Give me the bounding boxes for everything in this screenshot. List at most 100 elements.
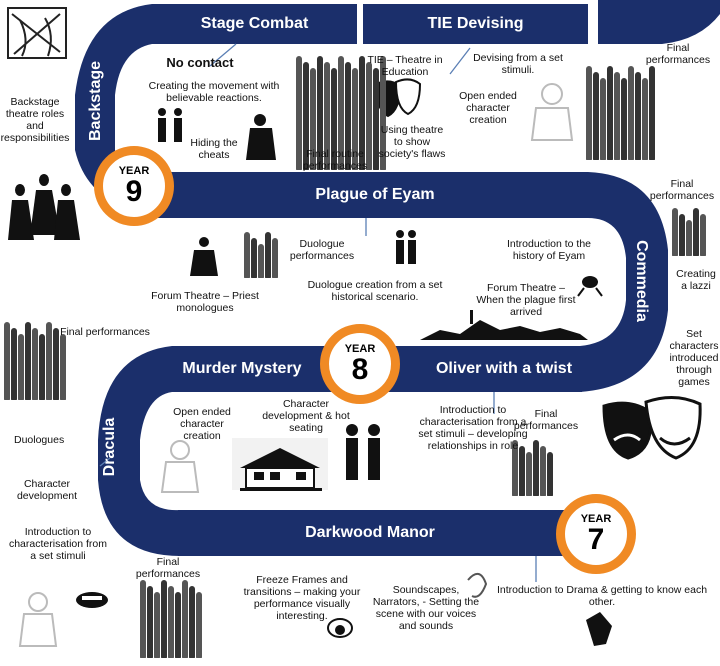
- unit-dracula: Dracula: [101, 417, 118, 477]
- note-no-contact: No contact: [166, 55, 234, 70]
- crowd-figure: [18, 334, 24, 400]
- note-forum-priest: Forum Theatre – Priest monologues: [151, 290, 259, 314]
- crowd-figure: [686, 220, 692, 256]
- audience-crowd-icon: [672, 208, 706, 256]
- road-row2: [150, 172, 588, 218]
- outline-person-icon: [530, 83, 574, 141]
- crowd-figure: [46, 322, 52, 400]
- crowd-figure: [32, 328, 38, 400]
- crowd-figure: [512, 440, 518, 496]
- hand-icon: [586, 612, 612, 646]
- crowd-figure: [39, 334, 45, 400]
- year-label: YEAR: [118, 164, 150, 177]
- audience-crowd-icon: [586, 66, 655, 160]
- crowd-figure: [526, 452, 532, 496]
- crowd-figure: [182, 580, 188, 658]
- year-label: YEAR: [580, 512, 612, 525]
- crowd-figure: [338, 56, 344, 170]
- crowd-figure: [310, 68, 316, 170]
- crowd-figure: [25, 322, 31, 400]
- note-set-characters: Set characters introduced through games: [669, 328, 719, 388]
- audience-crowd-icon: [512, 440, 553, 496]
- crowd-figure: [352, 68, 358, 170]
- note-final-performances: Final performances: [135, 556, 201, 580]
- year-7-badge: YEAR 7: [556, 494, 636, 574]
- note-backstage-roles: Backstage theatre roles and responsibili…: [0, 96, 70, 144]
- audience-crowd-icon: [4, 322, 66, 400]
- outline-person-icon-3: [18, 592, 58, 647]
- crowd-figure: [147, 586, 153, 658]
- road-top-tail: [598, 0, 720, 44]
- boxer-icon: [246, 114, 276, 160]
- note-final-routine: Final routine performances: [302, 148, 368, 172]
- crowd-figure: [614, 72, 620, 160]
- crowd-figure: [345, 62, 351, 170]
- note-soundscapes: Soundscapes, Narrators, - Setting the sc…: [372, 584, 480, 632]
- note-open-ended-top: Open ended character creation: [459, 90, 517, 126]
- note-final-performances: Final performances: [645, 42, 711, 66]
- crowd-figure: [642, 78, 648, 160]
- unit-darkwood-manor: Darkwood Manor: [305, 524, 435, 541]
- crowd-figure: [244, 232, 250, 278]
- crowd-figure: [272, 238, 278, 278]
- connector-arrows: [99, 43, 537, 582]
- road-top-right: [363, 4, 588, 44]
- crowd-figure: [635, 72, 641, 160]
- ear-icon: [467, 573, 488, 598]
- flea-icon: [577, 276, 603, 297]
- crowd-figure: [672, 208, 678, 256]
- crowd-figure: [53, 328, 59, 400]
- crowd-figure: [258, 244, 264, 278]
- mouth-icon: [76, 592, 108, 608]
- crowd-figure: [324, 62, 330, 170]
- crowd-figure: [4, 322, 10, 400]
- unit-stage-combat: Stage Combat: [200, 15, 309, 32]
- note-final-performances: Final performances: [60, 326, 150, 338]
- note-final-performances: Final performances: [513, 408, 579, 432]
- outline-person-icon-2: [160, 440, 200, 493]
- note-duologue-creation: Duologue creation from a set historical …: [307, 279, 443, 303]
- audience-crowd-icon: [296, 56, 386, 170]
- crowd-figure: [533, 440, 539, 496]
- crowd-figure: [679, 214, 685, 256]
- crowd-figure: [60, 334, 66, 400]
- crowd-figure: [196, 592, 202, 658]
- unit-tie-devising: TIE Devising: [427, 15, 524, 32]
- handshake-pair-large-icon: [346, 424, 380, 480]
- crowd-figure: [161, 580, 167, 658]
- dancers-icon: [8, 174, 80, 240]
- crowd-figure: [154, 592, 160, 658]
- crowd-figure: [600, 78, 606, 160]
- audience-crowd-icon: [140, 580, 202, 658]
- note-creating-movement: Creating the movement with believable re…: [148, 80, 280, 104]
- note-hiding-cheats: Hiding the cheats: [190, 137, 238, 161]
- note-duologue-performances: Duologue performances: [289, 238, 355, 262]
- crowd-figure: [586, 66, 592, 160]
- crowd-figure: [296, 56, 302, 170]
- unit-plague-of-eyam: Plague of Eyam: [315, 186, 435, 203]
- audience-crowd-icon: [244, 232, 278, 278]
- crowd-figure: [607, 66, 613, 160]
- handshake-pair-icon: [396, 230, 416, 264]
- crowd-figure: [519, 446, 525, 496]
- note-char-dev-hot: Character development & hot seating: [262, 398, 350, 434]
- crowd-figure: [700, 214, 706, 256]
- fighters-icon: [158, 108, 182, 142]
- note-intro-eyam: Introduction to the history of Eyam: [506, 238, 592, 262]
- road-left-lower: [98, 346, 180, 556]
- note-intro-char-dracula: Introduction to characterisation from a …: [8, 526, 108, 562]
- year-label: YEAR: [344, 342, 376, 355]
- crowd-figure: [11, 328, 17, 400]
- road-right-curve: [580, 172, 668, 392]
- crowd-figure: [593, 72, 599, 160]
- crowd-figure: [140, 580, 146, 658]
- note-using-theatre: Using theatre to show society's flaws: [378, 124, 446, 160]
- unit-commedia: Commedia: [633, 240, 650, 322]
- drama-masks-icon: [602, 396, 702, 460]
- note-duologues: Duologues: [14, 434, 65, 446]
- eye-icon: [327, 618, 353, 638]
- crowd-figure: [189, 586, 195, 658]
- crowd-figure: [649, 66, 655, 160]
- crowd-figure: [547, 452, 553, 496]
